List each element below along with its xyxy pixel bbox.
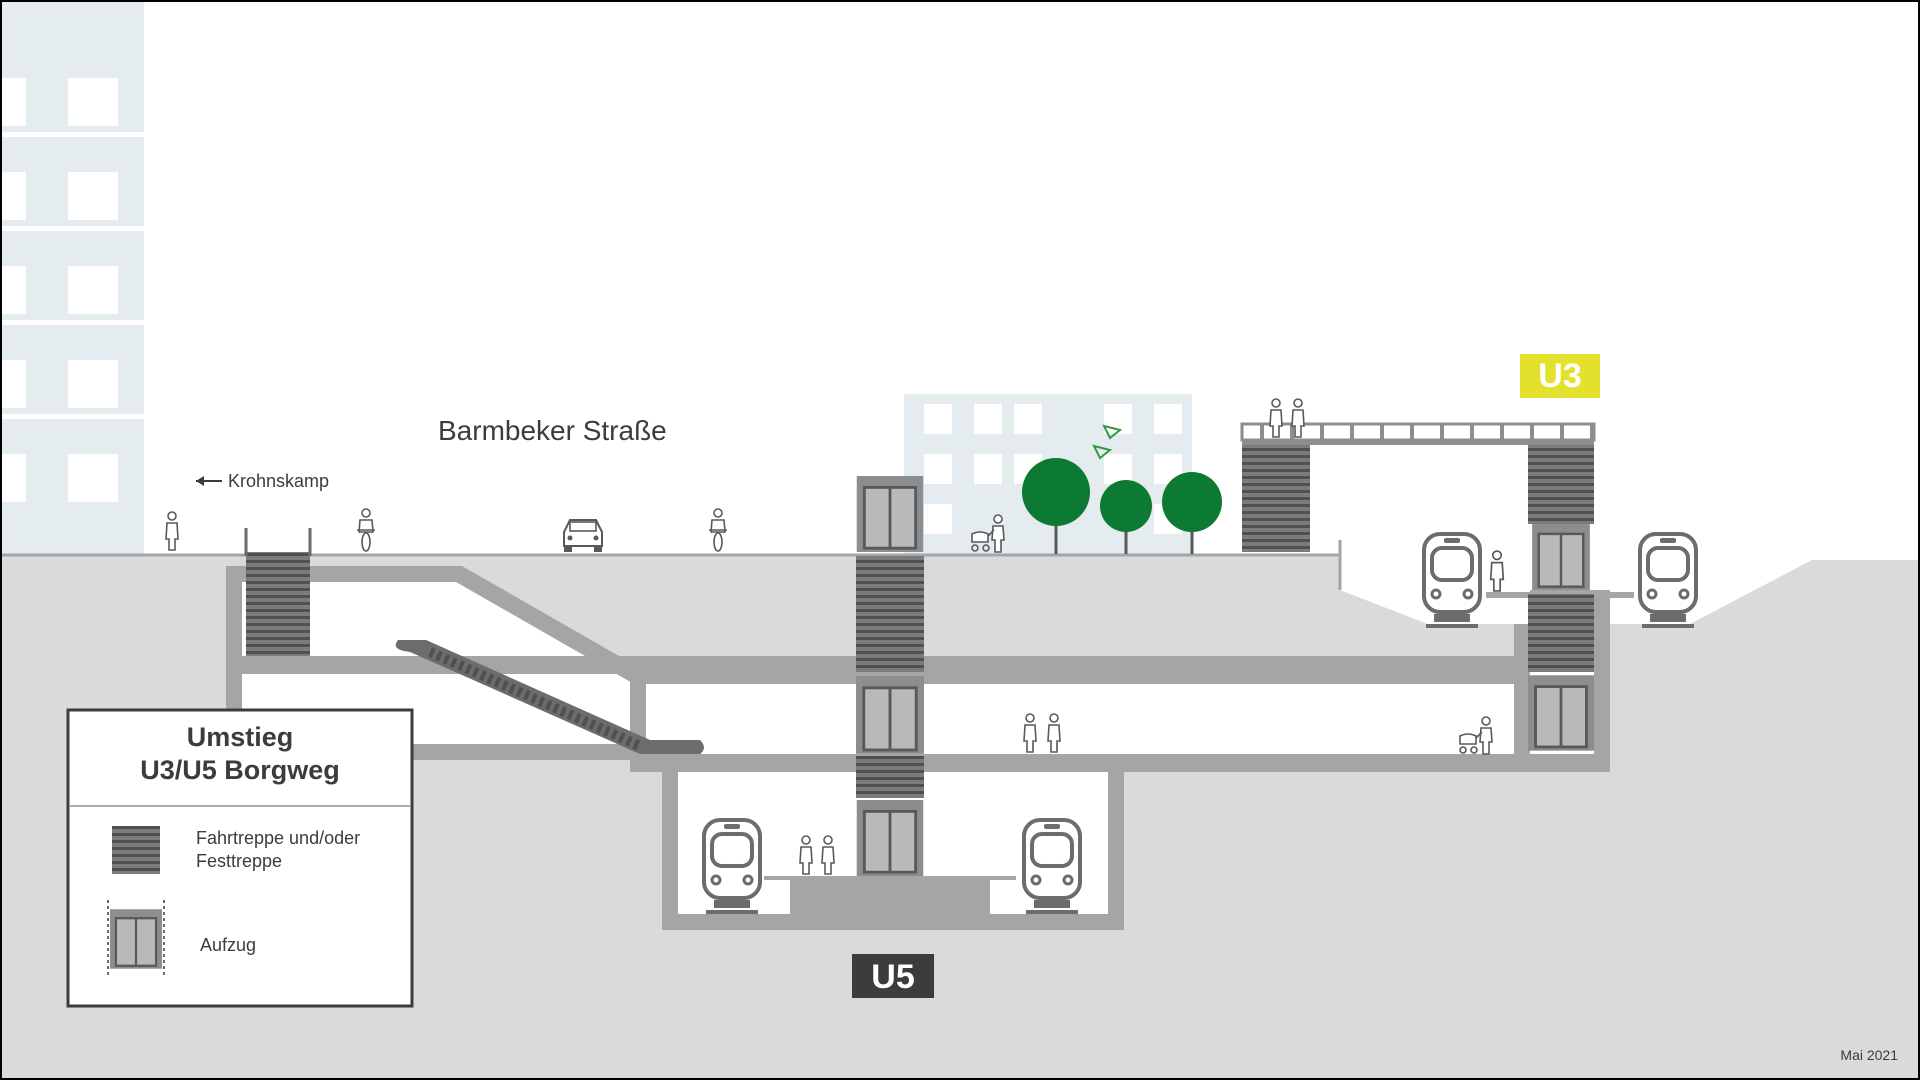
cyclist-icon: [356, 508, 376, 552]
direction-arrow-icon: [196, 476, 222, 486]
date-label: Mai 2021: [1840, 1047, 1898, 1063]
line-badge-u5: U5: [852, 954, 934, 998]
bird-icon: [1092, 424, 1123, 460]
cyclist-icon: [708, 508, 728, 552]
tree-icon: [1100, 480, 1152, 554]
legend: Umstieg U3/U5 Borgweg Fahrtreppe und/ode…: [66, 708, 414, 1008]
escalator-stairs-icon: [112, 826, 160, 874]
stairs-bridge-left: [1242, 440, 1310, 552]
elevator-icon: [856, 476, 924, 552]
elevator-icon: [856, 800, 924, 876]
svg-text:U3: U3: [1538, 357, 1581, 395]
person-icon: [1489, 550, 1505, 592]
elevator-icon: [110, 907, 162, 971]
stairs-central-lower: [856, 756, 924, 798]
legend-title-line2: U3/U5 Borgweg: [140, 755, 340, 785]
escalator-ramp: [395, 640, 704, 754]
stairs-central-upper: [856, 556, 924, 672]
elevator-icon: [1530, 524, 1592, 590]
tree-icon: [1162, 472, 1222, 554]
train-icon: [1638, 532, 1698, 630]
stairs-entrance: [246, 552, 310, 656]
direction-label: Krohnskamp: [228, 471, 329, 491]
stairs-u3-platform: [1528, 594, 1594, 672]
stairs-bridge-right: [1528, 440, 1594, 524]
pedestrian-bridge: [1240, 422, 1596, 445]
background-building-left: [0, 0, 144, 560]
line-badge-u3: U3: [1520, 354, 1600, 398]
car-icon: [563, 519, 603, 553]
street-name: Barmbeker Straße: [438, 415, 667, 446]
legend-item-label: Fahrtreppe und/oder: [196, 828, 360, 848]
legend-title-line1: Umstieg: [187, 722, 294, 752]
elevator-icon: [1528, 674, 1594, 752]
legend-item-label: Festtreppe: [196, 851, 282, 871]
elevator-icon: [856, 676, 924, 754]
tree-icon: [1022, 458, 1090, 554]
svg-text:U5: U5: [871, 958, 914, 996]
legend-item-label: Aufzug: [200, 935, 256, 955]
person-icon: [165, 511, 179, 551]
